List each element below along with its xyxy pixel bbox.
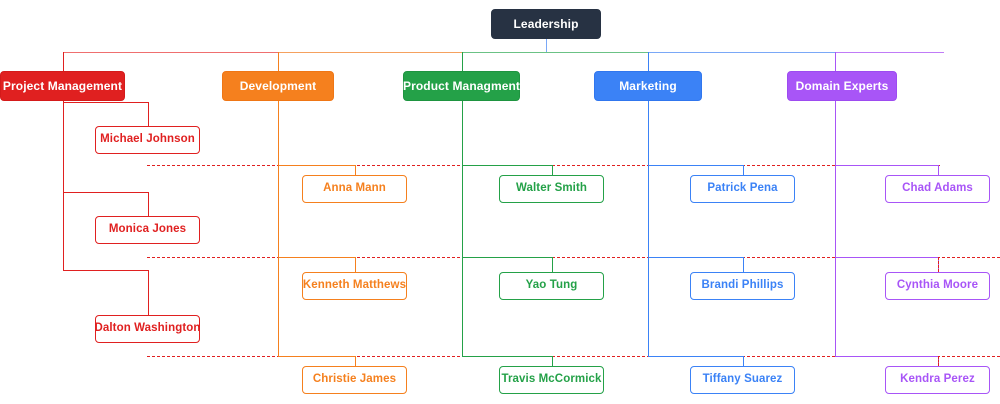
dept-node-product-management[interactable]: Product Managment: [403, 71, 520, 101]
member-node-marketing-0[interactable]: Patrick Pena: [690, 175, 795, 203]
dept-stem-domain-experts: [835, 52, 836, 71]
member-drop-marketing-2: [742, 356, 744, 366]
cross-link-row-1: [147, 257, 1000, 258]
member-node-domain-experts-0[interactable]: Chad Adams: [885, 175, 990, 203]
member-elbow-development-2: [278, 356, 355, 357]
dept-spine-product-management: [462, 101, 463, 356]
root-node: Leadership: [491, 9, 601, 39]
member-node-project-management-1[interactable]: Monica Jones: [95, 216, 200, 244]
member-node-domain-experts-2[interactable]: Kendra Perez: [885, 366, 990, 394]
root-stem: [546, 39, 547, 52]
member-elbow-domain-experts-2: [835, 356, 938, 357]
member-elbow-marketing-1: [648, 257, 743, 258]
bus-segment-3: [648, 52, 835, 53]
cross-link-row-2: [147, 356, 1000, 357]
member-drop-product-management-0: [551, 165, 553, 175]
member-node-domain-experts-1[interactable]: Cynthia Moore: [885, 272, 990, 300]
member-elbow-marketing-2: [648, 356, 743, 357]
member-branch-project-management-0: [63, 102, 148, 103]
bus-segment-1: [278, 52, 462, 53]
member-node-development-0[interactable]: Anna Mann: [302, 175, 407, 203]
member-node-product-management-2[interactable]: Travis McCormick: [499, 366, 604, 394]
member-elbow-development-1: [278, 257, 355, 258]
member-drop-project-management-0: [147, 102, 149, 126]
member-branch-project-management-1: [63, 192, 148, 193]
member-node-product-management-0[interactable]: Walter Smith: [499, 175, 604, 203]
member-drop-project-management-2: [147, 270, 149, 315]
member-elbow-product-management-1: [462, 257, 552, 258]
dept-spine-development: [278, 101, 279, 356]
member-node-development-1[interactable]: Kenneth Matthews: [302, 272, 407, 300]
dept-trunk-project-management: [63, 101, 64, 270]
member-node-development-2[interactable]: Christie James: [302, 366, 407, 394]
member-drop-marketing-0: [742, 165, 744, 175]
dept-stem-product-management: [462, 52, 463, 71]
member-node-project-management-0[interactable]: Michael Johnson: [95, 126, 200, 154]
dept-node-marketing[interactable]: Marketing: [594, 71, 702, 101]
member-drop-project-management-1: [147, 192, 149, 216]
bus-segment-4: [835, 52, 944, 53]
member-drop-product-management-2: [551, 356, 553, 366]
dept-node-domain-experts[interactable]: Domain Experts: [787, 71, 897, 101]
member-drop-development-1: [354, 257, 356, 272]
bus-segment-0: [63, 52, 278, 53]
member-elbow-product-management-0: [462, 165, 552, 166]
bus-segment-2: [462, 52, 648, 53]
dept-node-project-management[interactable]: Project Management: [0, 71, 125, 101]
member-node-marketing-2[interactable]: Tiffany Suarez: [690, 366, 795, 394]
cross-stub-1: [937, 257, 939, 272]
member-elbow-domain-experts-1: [835, 257, 938, 258]
dept-spine-domain-experts: [835, 101, 836, 356]
dept-stem-development: [278, 52, 279, 71]
member-drop-development-0: [354, 165, 356, 175]
member-elbow-domain-experts-0: [835, 165, 938, 166]
member-drop-product-management-1: [551, 257, 553, 272]
dept-stem-marketing: [648, 52, 649, 71]
member-node-project-management-2[interactable]: Dalton Washington: [94, 315, 200, 343]
member-elbow-product-management-2: [462, 356, 552, 357]
dept-node-development[interactable]: Development: [222, 71, 334, 101]
dept-stem-project-management: [63, 52, 64, 71]
member-branch-project-management-2: [63, 270, 148, 271]
dept-spine-marketing: [648, 101, 649, 356]
member-drop-domain-experts-0: [937, 165, 939, 175]
member-drop-marketing-1: [742, 257, 744, 272]
member-node-product-management-1[interactable]: Yao Tung: [499, 272, 604, 300]
member-elbow-marketing-0: [648, 165, 743, 166]
cross-stub-2: [937, 356, 939, 366]
member-node-marketing-1[interactable]: Brandi Phillips: [690, 272, 795, 300]
member-drop-development-2: [354, 356, 356, 366]
member-elbow-development-0: [278, 165, 355, 166]
